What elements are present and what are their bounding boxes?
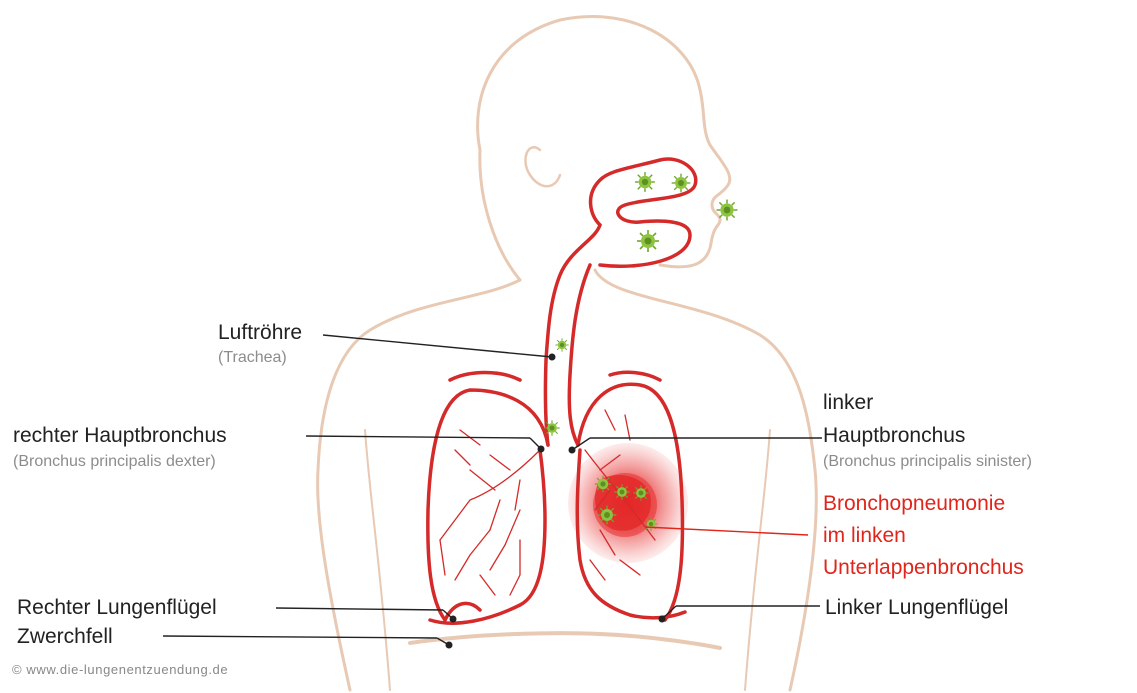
germ-icon	[555, 338, 568, 351]
germ-icon	[672, 174, 691, 193]
infection-area	[568, 443, 688, 563]
label-left-lung: Linker Lungenflügel	[825, 595, 1008, 620]
germ-icon	[544, 420, 559, 435]
germ-icon	[644, 517, 657, 530]
label-pneumonia-line2: im linken	[823, 522, 906, 550]
label-right-main-bronchus: rechter Hauptbronchus	[13, 423, 227, 448]
germ-icon	[635, 172, 655, 192]
label-trachea: Luftröhre	[218, 320, 302, 345]
copyright-notice: © www.die-lungenentzuendung.de	[12, 662, 228, 677]
leader-right-lung	[276, 608, 443, 610]
germ-icon	[614, 484, 629, 499]
label-left-main-bronchus-line2: Hauptbronchus	[823, 423, 965, 448]
leader-trachea	[323, 335, 552, 357]
label-right-lung: Rechter Lungenflügel	[17, 595, 217, 620]
label-left-main-bronchus-latin: (Bronchus principalis sinister)	[823, 452, 1032, 472]
label-diaphragm: Zwerchfell	[17, 624, 113, 649]
label-right-main-bronchus-latin: (Bronchus principalis dexter)	[13, 452, 216, 472]
label-pneumonia-line1: Bronchopneumonie	[823, 490, 1005, 518]
germ-icon	[595, 476, 612, 493]
leader-lines	[163, 335, 822, 645]
germ-icon	[637, 230, 659, 252]
label-pneumonia-line3: Unterlappenbronchus	[823, 554, 1024, 582]
germ-icon	[717, 200, 738, 221]
label-trachea-latin: (Trachea)	[218, 348, 287, 368]
body-outline	[318, 16, 817, 690]
germ-icon	[633, 485, 648, 500]
germ-icon	[598, 506, 617, 525]
label-left-main-bronchus-line1: linker	[823, 390, 873, 415]
leader-diaphragm	[163, 636, 437, 638]
leader-right-main-bronchus	[306, 436, 530, 438]
